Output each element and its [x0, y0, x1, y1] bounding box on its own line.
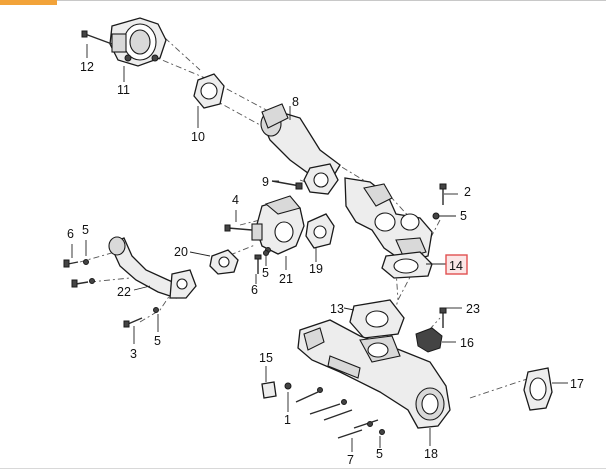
flange-14-part[interactable] — [381, 251, 433, 279]
callout-4[interactable]: 4 — [232, 193, 239, 207]
callout-19[interactable]: 19 — [309, 262, 323, 276]
callout-14[interactable]: 14 — [449, 259, 463, 273]
callout-10[interactable]: 10 — [191, 130, 205, 144]
top-rule — [57, 0, 606, 1]
callout-12[interactable]: 12 — [80, 60, 94, 74]
washer-5a-part[interactable] — [83, 259, 89, 265]
callout-5c[interactable]: 5 — [262, 266, 269, 280]
leader-lines — [71, 44, 568, 452]
callout-21[interactable]: 21 — [279, 272, 293, 286]
callout-8[interactable]: 8 — [292, 95, 299, 109]
gasket-17-part[interactable] — [523, 367, 553, 411]
gasket-10-part[interactable] — [193, 73, 225, 109]
intake-manifold-18-part[interactable] — [297, 319, 451, 429]
bolt-9-part[interactable] — [271, 180, 303, 190]
bolt-6b-part[interactable] — [254, 254, 262, 274]
callout-23[interactable]: 23 — [466, 302, 480, 316]
callout-18[interactable]: 18 — [424, 447, 438, 461]
callout-5b[interactable]: 5 — [154, 334, 161, 348]
washer-5b-part[interactable] — [153, 307, 159, 313]
bolt-4-part[interactable] — [224, 224, 253, 232]
callout-9[interactable]: 9 — [262, 175, 269, 189]
intake-manifold-upper-part[interactable] — [344, 177, 433, 263]
callout-20[interactable]: 20 — [174, 245, 188, 259]
bolt-2-part[interactable] — [439, 183, 447, 205]
bolts-7-part[interactable] — [337, 419, 385, 439]
bottom-rule — [0, 468, 606, 469]
callout-5d[interactable]: 5 — [376, 447, 383, 461]
sensor-16-part[interactable] — [415, 327, 443, 353]
callout-1[interactable]: 1 — [284, 413, 291, 427]
corner-tab — [0, 0, 57, 5]
callout-11[interactable]: 11 — [117, 83, 130, 97]
callout-3[interactable]: 3 — [130, 347, 137, 361]
gasket-19-part[interactable] — [305, 213, 335, 249]
callout-16[interactable]: 16 — [460, 336, 474, 350]
callout-6b[interactable]: 6 — [251, 283, 258, 297]
bolt-3-part[interactable] — [123, 317, 143, 328]
callout-5e[interactable]: 5 — [460, 209, 467, 223]
gasket-13-part[interactable] — [349, 299, 405, 339]
egr-valve-21-part[interactable] — [251, 195, 305, 255]
bolts-1-part[interactable] — [295, 387, 353, 421]
gasket-20-part[interactable] — [209, 249, 239, 275]
callout-2[interactable]: 2 — [464, 185, 471, 199]
bolt-12-part[interactable] — [81, 30, 113, 45]
bolt-6a-part[interactable] — [63, 259, 79, 268]
callout-labels: 12 11 10 8 9 2 5 4 14 19 20 21 6 5 6 5 2… — [67, 60, 584, 467]
gasket-flange-part[interactable] — [303, 163, 339, 195]
callout-17[interactable]: 17 — [570, 377, 584, 391]
callout-15[interactable]: 15 — [259, 351, 273, 365]
callout-5a[interactable]: 5 — [82, 223, 89, 237]
egr-pipe-22-part[interactable] — [108, 236, 197, 299]
callout-13[interactable]: 13 — [330, 302, 344, 316]
bolt-23-part[interactable] — [439, 307, 447, 328]
callout-7[interactable]: 7 — [347, 453, 354, 467]
throttle-body-part[interactable] — [109, 17, 167, 67]
bolt-left-2-part[interactable] — [71, 278, 95, 288]
selected-callout-highlight — [445, 254, 468, 275]
washer-5c-part[interactable] — [263, 250, 269, 256]
callout-22[interactable]: 22 — [117, 285, 131, 299]
plug-15-part[interactable] — [261, 381, 292, 399]
callout-6a[interactable]: 6 — [67, 227, 74, 241]
